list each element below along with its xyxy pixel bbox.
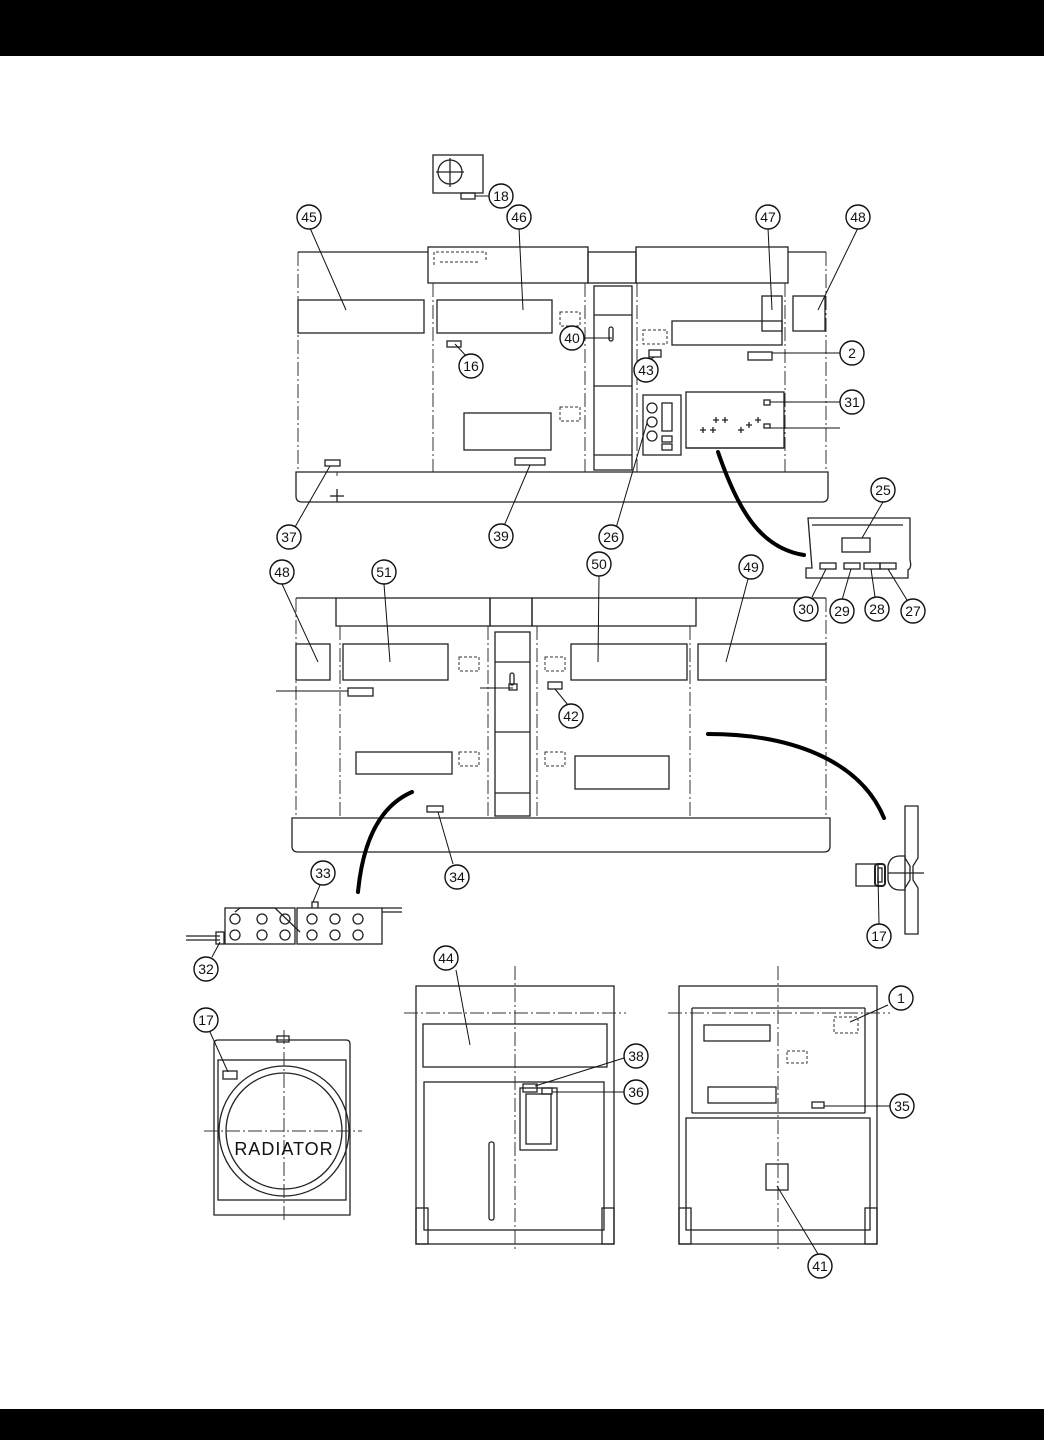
callout-number: 2 bbox=[848, 345, 856, 361]
top-black-band bbox=[0, 0, 1044, 56]
callout-number: 42 bbox=[563, 708, 579, 724]
callout-number: 16 bbox=[463, 358, 479, 374]
callout-number: 46 bbox=[511, 209, 527, 225]
callout: 29 bbox=[829, 598, 855, 624]
callout-number: 38 bbox=[628, 1048, 644, 1064]
callout: 48 bbox=[269, 559, 295, 585]
callout-number: 32 bbox=[198, 961, 214, 977]
callout: 44 bbox=[433, 945, 459, 971]
callout-number: 51 bbox=[376, 564, 392, 580]
bottom-black-band bbox=[0, 1409, 1044, 1440]
callout-number: 28 bbox=[869, 601, 885, 617]
callout-number: 26 bbox=[603, 529, 619, 545]
callout-number: 45 bbox=[301, 209, 317, 225]
callout: 31 bbox=[839, 389, 865, 415]
callout-number: 34 bbox=[449, 869, 465, 885]
callout: 30 bbox=[793, 596, 819, 622]
callout: 49 bbox=[738, 554, 764, 580]
callout-number: 29 bbox=[834, 603, 850, 619]
callout: 40 bbox=[559, 325, 585, 351]
callout-number: 43 bbox=[638, 362, 654, 378]
callout-number: 49 bbox=[743, 559, 759, 575]
callout-number: 40 bbox=[564, 330, 580, 346]
callout-number: 47 bbox=[760, 209, 776, 225]
callout: 26 bbox=[598, 524, 624, 550]
callout: 27 bbox=[900, 598, 926, 624]
callout-number: 17 bbox=[198, 1012, 214, 1028]
callout: 36 bbox=[623, 1079, 649, 1105]
rear-end-view bbox=[404, 966, 626, 1250]
callout: 43 bbox=[633, 357, 659, 383]
callout: 1 bbox=[888, 985, 914, 1011]
radiator-label: RADIATOR bbox=[234, 1139, 333, 1159]
callout: 28 bbox=[864, 596, 890, 622]
leader-lines bbox=[209, 195, 908, 1255]
callout: 38 bbox=[623, 1043, 649, 1069]
callout: 17 bbox=[866, 923, 892, 949]
callout: 25 bbox=[870, 477, 896, 503]
callout: 37 bbox=[276, 524, 302, 550]
callout-number: 18 bbox=[493, 188, 509, 204]
callout-number: 31 bbox=[844, 394, 860, 410]
callout-number: 17 bbox=[871, 928, 887, 944]
callout-number: 50 bbox=[591, 556, 607, 572]
callout-number: 48 bbox=[850, 209, 866, 225]
battery-detail bbox=[186, 790, 414, 945]
callout: 17 bbox=[193, 1007, 219, 1033]
callout-number: 27 bbox=[905, 603, 921, 619]
callout: 34 bbox=[444, 864, 470, 890]
callout-number: 41 bbox=[812, 1258, 828, 1274]
callout: 41 bbox=[807, 1253, 833, 1279]
callout-number: 36 bbox=[628, 1084, 644, 1100]
callout: 51 bbox=[371, 559, 397, 585]
side-view-lower bbox=[276, 597, 831, 853]
callout: 39 bbox=[488, 523, 514, 549]
callout: 50 bbox=[586, 551, 612, 577]
callout: 18 bbox=[488, 183, 514, 209]
callout-number: 44 bbox=[438, 950, 454, 966]
callout: 32 bbox=[193, 956, 219, 982]
callout-number: 30 bbox=[798, 601, 814, 617]
callout: 48 bbox=[845, 204, 871, 230]
callout-number: 1 bbox=[897, 990, 905, 1006]
callout: 45 bbox=[296, 204, 322, 230]
callout: 42 bbox=[558, 703, 584, 729]
front-end-view bbox=[668, 966, 890, 1250]
callout: 2 bbox=[839, 340, 865, 366]
fan-detail bbox=[706, 732, 924, 935]
side-view-upper bbox=[295, 154, 840, 503]
callout: 47 bbox=[755, 204, 781, 230]
callout-number: 37 bbox=[281, 529, 297, 545]
radiator-end-view: RADIATOR bbox=[204, 1030, 362, 1222]
callout-number: 33 bbox=[315, 865, 331, 881]
callout: 16 bbox=[458, 353, 484, 379]
callout: 33 bbox=[310, 860, 336, 886]
callout-number: 39 bbox=[493, 528, 509, 544]
callout: 46 bbox=[506, 204, 532, 230]
callout-number: 48 bbox=[274, 564, 290, 580]
breaker-panel-detail bbox=[716, 450, 912, 579]
callout-number: 35 bbox=[894, 1098, 910, 1114]
callout-number: 25 bbox=[875, 482, 891, 498]
callout: 35 bbox=[889, 1093, 915, 1119]
